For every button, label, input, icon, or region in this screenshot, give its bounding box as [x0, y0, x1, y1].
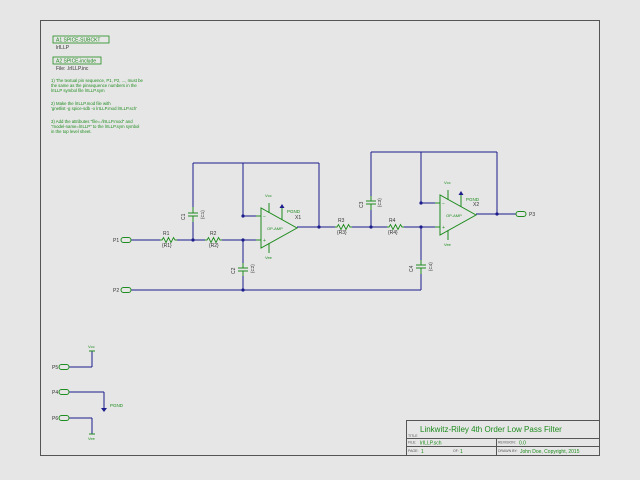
note-3-line-2: "model-name=lrILLP" to the lrILLP.sym sy…	[51, 124, 139, 129]
opamp-x2-vee-label: Vee	[444, 242, 452, 247]
title-block-of-label: OF:	[453, 449, 459, 453]
capacitor-c2	[238, 263, 248, 276]
resistor-r2	[205, 236, 222, 244]
note-1-line-1: 1) The textual pin sequence, P1, P2, ...…	[51, 78, 143, 83]
capacitor-c4-ref: C4	[409, 265, 415, 272]
opamp-x2-minus: −	[442, 201, 445, 207]
note-2-line-1: 2) Make the lrILLP.mod file with	[51, 101, 111, 106]
capacitor-c2-value: {C2}	[250, 264, 255, 273]
title-block-title: Linkwitz-Riley 4th Order Low Pass Filter	[420, 425, 562, 434]
title-block-of: 1	[460, 449, 463, 455]
opamp-x2-label: OP-AMP	[446, 213, 462, 218]
opamp-x1-minus: −	[263, 214, 266, 220]
resistor-r3	[335, 223, 352, 231]
title-block-page: 1	[421, 449, 424, 455]
resistor-r3-ref: R3	[338, 218, 345, 224]
attribute-value-2: File: .lrILLP.inc	[56, 66, 89, 72]
vcc-net-label: Vcc	[88, 344, 95, 349]
port-p4: P4	[52, 389, 70, 396]
port-p4-label: P4	[52, 390, 58, 396]
resistor-r1-value: {R1}	[162, 243, 172, 249]
capacitor-c1-ref: C1	[181, 213, 187, 220]
title-block-revision-label: REVISION:	[498, 441, 516, 445]
attribute-label-1: A1 SPICE-SUBCKT	[56, 38, 100, 44]
title-block-file-label: FILE:	[408, 441, 416, 445]
opamp-x1-plus: +	[263, 238, 266, 244]
capacitor-c1-value: {C1}	[200, 210, 205, 219]
note-3-line-3: in the top level sheet.	[51, 129, 92, 134]
power-symbols: Vcc PGND Vee	[88, 344, 124, 441]
resistor-r1	[160, 236, 177, 244]
capacitor-c3	[366, 196, 376, 210]
port-p3: P3	[515, 211, 535, 218]
wires	[69, 151, 516, 434]
port-p1: P1	[113, 237, 132, 244]
opamp-x1	[256, 203, 299, 253]
note-2-line-2: 'gnetlist -g spice-sdb -o lrILLP.mod lrI…	[51, 106, 137, 111]
title-block: TITLE Linkwitz-Riley 4th Order Low Pass …	[406, 420, 600, 456]
port-p6-label: P6	[52, 416, 58, 422]
title-block-copyright: John Doe, Copyright, 2015	[520, 449, 580, 455]
opamp-x2-plus: +	[442, 225, 445, 231]
title-block-file: lrILLP.sch	[420, 441, 442, 447]
capacitor-c1	[188, 207, 198, 222]
junctions	[191, 201, 499, 292]
resistor-r2-ref: R2	[210, 231, 217, 237]
opamp-x2-pgnd-label: PGND	[466, 197, 480, 202]
notes-block: 1) The textual pin sequence, P1, P2, ...…	[51, 78, 143, 134]
resistor-r4-ref: R4	[389, 218, 396, 224]
vee-net-label: Vee	[88, 436, 96, 441]
capacitor-c4	[416, 260, 426, 274]
attribute-box-1	[52, 35, 110, 44]
port-p5: P5	[52, 364, 70, 371]
capacitor-c3-value: {C3}	[377, 198, 382, 207]
title-block-revision: 0.0	[519, 441, 526, 447]
resistor-r4	[387, 223, 404, 231]
opamp-x1-vee-label: Vee	[265, 255, 273, 260]
port-p2: P2	[113, 287, 132, 294]
note-1-line-2: the same as the pinsequence numbers in t…	[51, 83, 137, 88]
opamp-x2-vcc-label: Vcc	[444, 180, 451, 185]
opamp-x1-vcc-label: Vcc	[265, 193, 272, 198]
title-block-page-label: PAGE:	[408, 449, 418, 453]
port-p3-label: P3	[529, 212, 535, 218]
capacitor-c3-ref: C3	[359, 201, 365, 208]
attribute-box-2	[52, 56, 102, 65]
opamp-x2	[435, 190, 478, 240]
port-p5-label: P5	[52, 365, 58, 371]
opamp-x1-pgnd-arrow	[279, 204, 285, 208]
opamp-x1-ref: X1	[295, 215, 301, 221]
capacitor-c2-ref: C2	[231, 267, 237, 274]
title-block-drawn-label: DRAWN BY:	[498, 449, 518, 453]
opamp-x1-label: OP-AMP	[267, 226, 283, 231]
title-block-title-label: TITLE	[408, 434, 418, 438]
note-1-line-3: lrILLP symbol file lrILLP.sym	[51, 88, 105, 93]
pgnd-arrow	[101, 408, 107, 412]
capacitor-c4-value: {C4}	[428, 262, 433, 271]
sheet-frame	[40, 20, 600, 456]
port-p2-label: P2	[113, 288, 119, 294]
port-p6: P6	[52, 415, 70, 422]
attribute-value-1: lrILLP	[56, 45, 70, 51]
attribute-block: A1 SPICE-SUBCKT lrILLP A2 SPICE-include …	[52, 35, 110, 72]
resistor-r2-value: {R2}	[209, 243, 219, 249]
resistor-r1-ref: R1	[163, 231, 170, 237]
opamp-x2-pgnd-arrow	[458, 191, 464, 195]
resistor-r4-value: {R4}	[388, 230, 398, 236]
opamp-x2-ref: X2	[473, 202, 479, 208]
pgnd-net-label: PGND	[110, 403, 124, 408]
resistor-r3-value: {R3}	[337, 230, 347, 236]
opamp-x1-pgnd-label: PGND	[287, 209, 301, 214]
attribute-label-2: A2 SPICE-include	[56, 59, 96, 65]
port-p1-label: P1	[113, 238, 119, 244]
note-3-line-1: 3) Add the attributes "file=./lrILLP.mod…	[51, 119, 133, 124]
